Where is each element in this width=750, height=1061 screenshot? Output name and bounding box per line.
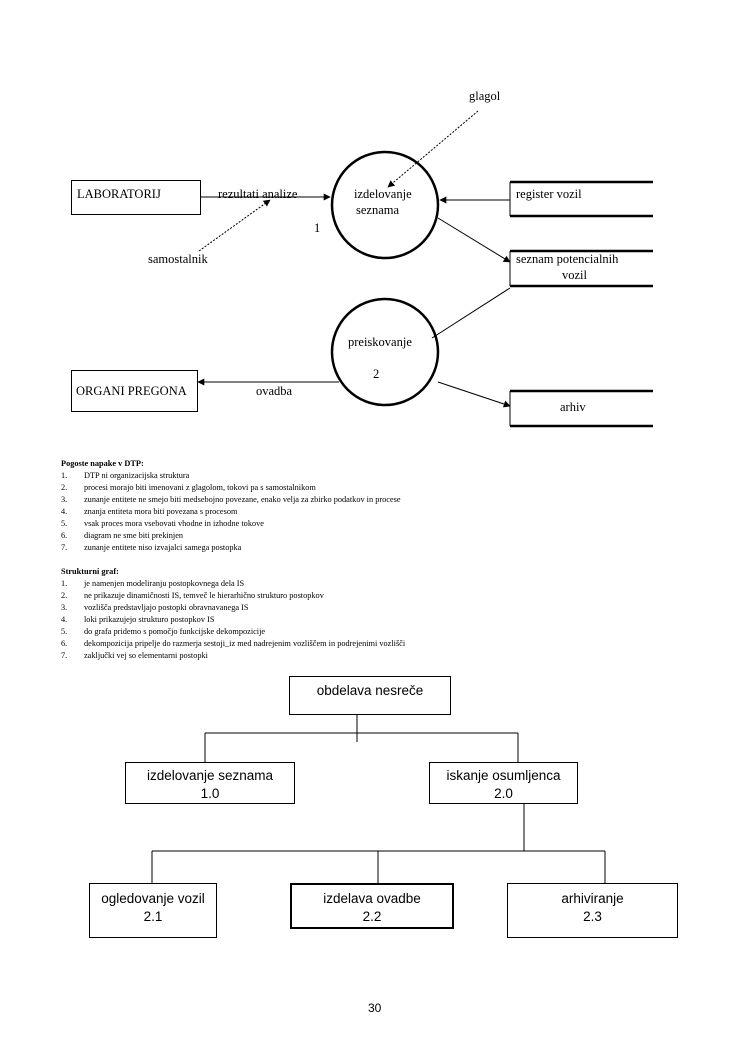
process-2-number: 2 [373, 367, 380, 381]
store-arhiv-label: arhiv [560, 400, 586, 414]
node-2-0-title: iskanje osumljenca [446, 768, 561, 783]
entity-organi-pregona [71, 370, 198, 412]
node-2-3-title: arhiviranje [561, 891, 624, 906]
node-1-0-number: 1.0 [200, 786, 220, 801]
node-2-1-title: ogledovanje vozil [101, 891, 205, 906]
list-item: 4.loki prikazujejo strukturo postopkov I… [61, 615, 215, 624]
errors-section: Pogoste napake v DTP: 1.DTP ni organizac… [61, 458, 401, 554]
graph-heading: Strukturni graf: [61, 567, 119, 576]
node-2-2: izdelava ovadbe 2.2 [290, 883, 454, 929]
list-item: 3.vozlišča predstavljajo postopki obravn… [61, 603, 249, 612]
errors-heading: Pogoste napake v DTP: [61, 459, 144, 468]
process-1-label-line1: izdelovanje [354, 187, 412, 201]
flow-label-ovadba: ovadba [256, 384, 293, 398]
node-root-label: obdelava nesreče [316, 683, 424, 698]
list-item: 6.dekompozicija pripelje do razmerja ses… [61, 639, 406, 648]
entity-laboratorij [71, 180, 201, 215]
page-number: 30 [368, 1001, 382, 1015]
list-item: 6.diagram ne sme biti prekinjen [61, 531, 184, 540]
node-2-0-number: 2.0 [494, 786, 513, 801]
store-seznam-label-line1: seznam potencialnih [516, 252, 619, 266]
list-item: 7.zunanje entitete niso izvajalci samega… [61, 543, 242, 552]
node-1-0-title: izdelovanje seznama [146, 768, 274, 783]
list-item: 7.zaključki vej so elementarni postopki [61, 651, 208, 660]
node-2-0: iskanje osumljenca 2.0 [429, 762, 578, 804]
flow-seznam-to-preiskovanje [431, 287, 511, 339]
node-2-3-number: 2.3 [583, 909, 602, 924]
node-2-2-title: izdelava ovadbe [323, 891, 421, 906]
list-item: 2.ne prikazuje dinamičnosti IS, temveč l… [61, 591, 324, 600]
node-2-2-number: 2.2 [362, 909, 382, 924]
entity-organi-pregona-label: ORGANI PREGONA [76, 384, 187, 398]
samostalnik-pointer [198, 199, 271, 252]
node-2-1: ogledovanje vozil 2.1 [89, 883, 217, 938]
process-1-circle [330, 150, 440, 260]
process-1-label-line2: seznama [356, 203, 400, 217]
store-seznam-label-line2: vozil [562, 268, 587, 282]
node-1-0: izdelovanje seznama 1.0 [125, 762, 295, 804]
process-2-circle [330, 297, 440, 407]
flow-label-rezultati-analize: rezultati analize [218, 187, 298, 201]
store-register-vozil-label: register vozil [516, 187, 582, 201]
list-item: 1.DTP ni organizacijska struktura [61, 471, 190, 480]
glagol-pointer [387, 110, 479, 188]
glagol-label: glagol [469, 89, 501, 103]
list-item: 2.procesi morajo biti imenovani z glagol… [61, 483, 316, 492]
flow-to-seznam [437, 217, 511, 263]
process-2-label: preiskovanje [348, 335, 412, 349]
graph-section: Strukturni graf: 1.je namenjen modeliran… [61, 566, 405, 662]
list-item: 3.zunanje entitete ne smejo biti medsebo… [61, 495, 401, 504]
node-root: obdelava nesreče [289, 676, 451, 715]
flow-arhiv [437, 381, 511, 408]
process-1-number: 1 [314, 221, 321, 235]
list-item: 5.vsak proces mora vsebovati vhodne in i… [61, 519, 264, 528]
list-item: 1.je namenjen modeliranju postopkovnega … [61, 579, 245, 588]
node-2-1-number: 2.1 [143, 909, 163, 924]
entity-laboratorij-label: LABORATORIJ [77, 187, 161, 201]
list-item: 5.do grafa pridemo s pomočjo funkcijske … [61, 627, 266, 636]
samostalnik-label: samostalnik [148, 252, 208, 266]
node-2-3: arhiviranje 2.3 [507, 883, 678, 938]
list-item: 4.znanja entiteta mora biti povezana s p… [61, 507, 238, 516]
